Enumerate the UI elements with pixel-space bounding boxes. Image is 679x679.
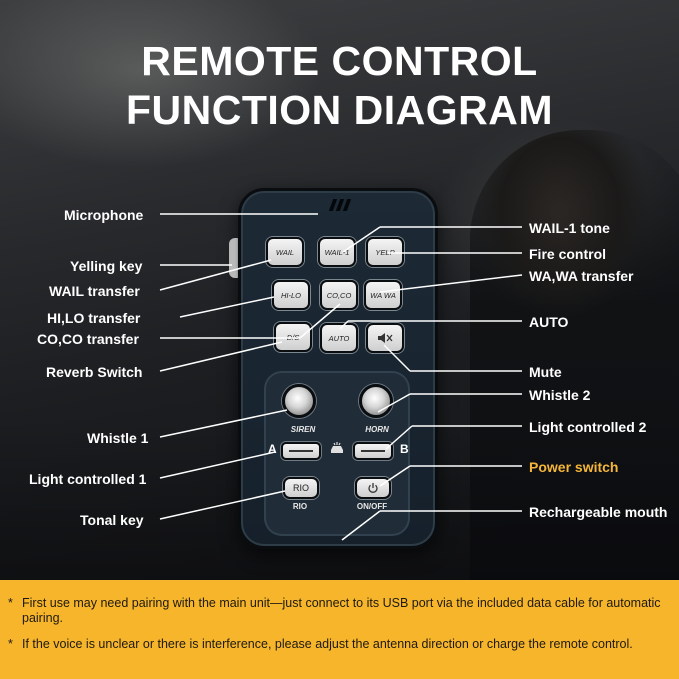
horn-button bbox=[359, 384, 393, 418]
title-line-2: FUNCTION DIAGRAM bbox=[125, 87, 554, 133]
label-fire-control: Fire control bbox=[529, 246, 607, 262]
leader-hilo-transfer bbox=[179, 296, 275, 318]
rio-key: RIO bbox=[283, 477, 319, 499]
light-b-key bbox=[353, 442, 393, 460]
label-wawa-transfer: WA,WA transfer bbox=[529, 268, 634, 284]
leader-whistle-1 bbox=[159, 409, 288, 438]
horn-label: HORN bbox=[365, 425, 389, 434]
label-whistle-2: Whistle 2 bbox=[529, 387, 591, 403]
notes-footer bbox=[0, 580, 679, 679]
leader-power-diag bbox=[379, 465, 411, 487]
label-light-controlled-1: Light controlled 1 bbox=[29, 471, 147, 487]
note-marker: * bbox=[8, 637, 13, 651]
label-coco-transfer: CO,CO transfer bbox=[37, 331, 139, 347]
note-interference: * If the voice is unclear or there is int… bbox=[8, 637, 668, 652]
leader-lines bbox=[159, 213, 523, 541]
b-label: B bbox=[400, 442, 409, 456]
key-co-co: CO,CO bbox=[320, 280, 358, 310]
power-key bbox=[355, 477, 391, 499]
label-reverb-switch: Reverb Switch bbox=[46, 364, 143, 380]
leader-light-2-diag bbox=[385, 425, 413, 450]
key-hi-lo: HI-LO bbox=[272, 280, 310, 310]
note-pairing-text: First use may need pairing with the main… bbox=[22, 596, 661, 625]
leader-whistle-2-diag bbox=[377, 393, 411, 413]
key-auto: AUTO bbox=[320, 323, 358, 353]
label-mute: Mute bbox=[529, 364, 562, 380]
leader-mute-diag bbox=[383, 344, 411, 372]
siren-label: SIREN bbox=[290, 425, 316, 434]
leader-light-1 bbox=[159, 451, 276, 479]
siren-button bbox=[282, 384, 316, 418]
label-tonal-key: Tonal key bbox=[80, 512, 144, 528]
leader-tonal bbox=[159, 490, 286, 520]
key-yelp: YELP bbox=[366, 237, 404, 267]
key-wail: WAIL bbox=[266, 237, 304, 267]
label-wail-transfer: WAIL transfer bbox=[49, 283, 140, 299]
label-wail-1-tone: WAIL-1 tone bbox=[529, 220, 610, 236]
label-auto: AUTO bbox=[529, 314, 569, 330]
speaker-mute-icon bbox=[378, 333, 393, 343]
label-whistle-1: Whistle 1 bbox=[87, 430, 149, 446]
rio-label: RIO bbox=[292, 502, 308, 511]
leader-recharge-diag bbox=[341, 510, 381, 541]
key-mute bbox=[366, 323, 404, 353]
label-power-switch: Power switch bbox=[529, 459, 619, 475]
onoff-label: ON/OFF bbox=[356, 502, 388, 511]
note-interference-text: If the voice is unclear or there is inte… bbox=[22, 637, 633, 651]
label-rechargeable-mouth: Rechargeable mouth bbox=[529, 504, 668, 520]
leader-reverb bbox=[159, 341, 283, 372]
a-label: A bbox=[268, 442, 277, 456]
key-wail-1: WAIL-1 bbox=[318, 237, 356, 267]
title-line-1: REMOTE CONTROL bbox=[141, 38, 538, 84]
leader-coco-diag bbox=[299, 303, 341, 339]
note-marker: * bbox=[8, 596, 13, 610]
note-pairing: * First use may need pairing with the mai… bbox=[8, 596, 668, 626]
label-yelling-key: Yelling key bbox=[70, 258, 143, 274]
leader-wail-1-diag bbox=[342, 226, 381, 253]
power-icon bbox=[368, 483, 378, 493]
light-a-key bbox=[281, 442, 321, 460]
label-light-controlled-2: Light controlled 2 bbox=[529, 419, 647, 435]
leader-wawa bbox=[379, 274, 523, 293]
key-d-s: D/S bbox=[274, 322, 312, 352]
light-bar-icon bbox=[328, 441, 346, 455]
leader-auto-diag bbox=[339, 320, 349, 330]
leader-wail-transfer bbox=[159, 259, 272, 291]
label-microphone: Microphone bbox=[64, 207, 144, 223]
key-wa-wa: WA WA bbox=[364, 280, 402, 310]
label-hilo-transfer: HI,LO transfer bbox=[47, 310, 141, 326]
